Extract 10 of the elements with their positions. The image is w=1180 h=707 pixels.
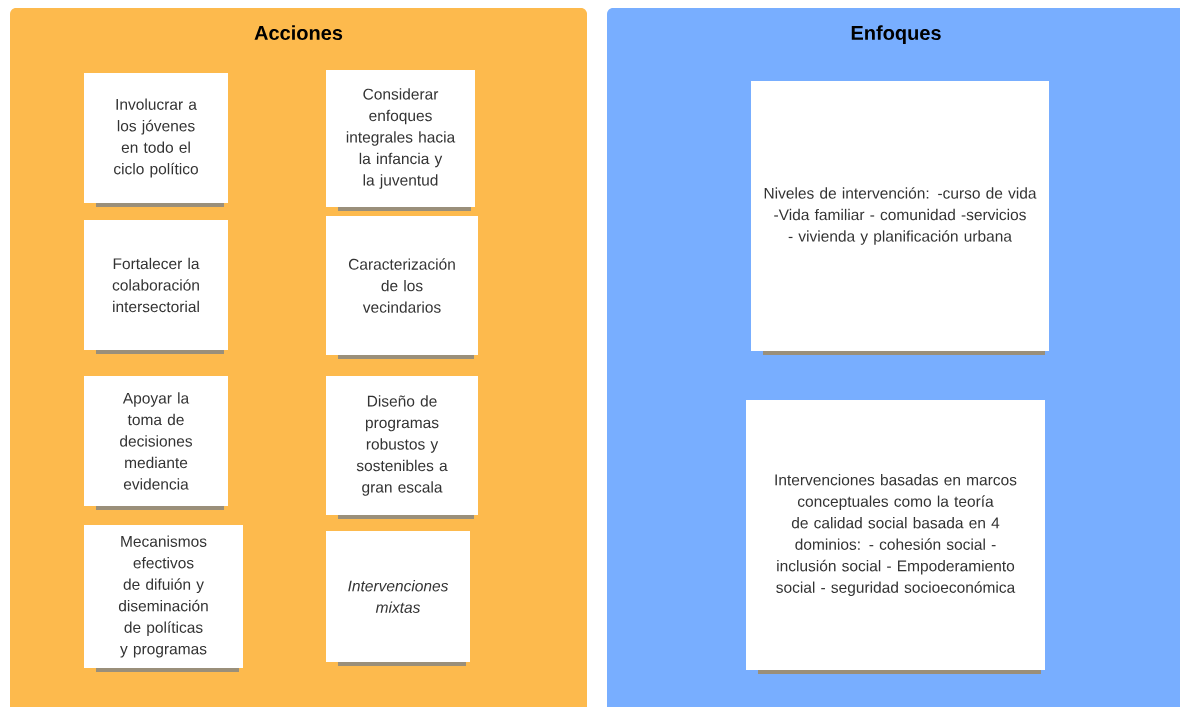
note-card: Intervenciones mixtas <box>326 531 470 666</box>
note-card: Apoyar la toma de decisiones mediante evidencia <box>84 376 228 510</box>
note-card: Diseño de programas robustos y sostenibles a gran escala <box>326 376 478 519</box>
note-card: Fortalecer la colaboración intersectorial <box>84 220 228 354</box>
note-card: Niveles de intervención: -curso de vida -Vida familiar - comunidad -servicios - vivienda y planificación urbana <box>751 81 1049 355</box>
note-card: Mecanismos efectivos de difuión y diseminación de políticas y programas <box>84 525 243 672</box>
note-card: Involucrar a los jóvenes en todo el ciclo político <box>84 73 228 207</box>
note-card: Caracterización de los vecindarios <box>326 216 478 359</box>
note-card: Intervenciones basadas en marcos conceptuales como la teoría de calidad social basada en 4 dominios: - cohesión social - inclusión social - Empoderamiento social - seguridad socioeconómica <box>746 400 1045 674</box>
note-card: Considerar enfoques integrales hacia la infancia y la juventud <box>326 70 475 211</box>
